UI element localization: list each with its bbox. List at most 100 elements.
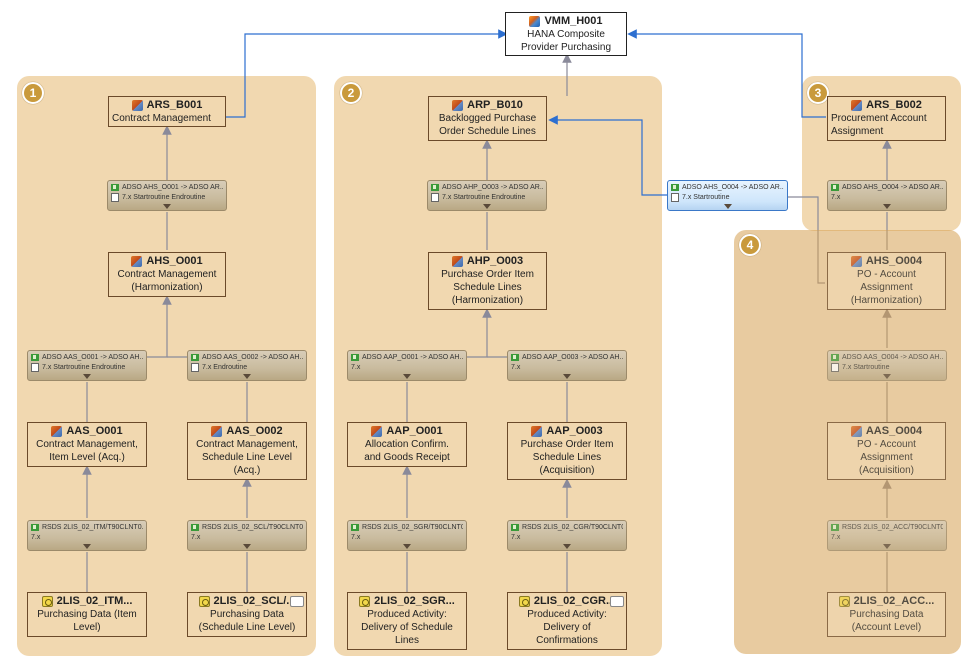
node-arp-b010[interactable]: ARP_B010 Backlogged Purchase Order Sched…	[428, 96, 547, 141]
transformation-title: ADSO AAP_O001 -> ADSO AH...	[362, 354, 463, 361]
transformation-icon	[351, 524, 359, 531]
node-ahs-o004[interactable]: AHS_O004 PO - Account Assignment (Harmon…	[827, 252, 946, 310]
transformation-aas001-ahs001[interactable]: ADSO AAS_O001 -> ADSO AH... 7.x Startrou…	[27, 350, 147, 381]
node-ds-cgr[interactable]: 2LIS_02_CGR... Produced Activity: Delive…	[507, 592, 627, 650]
transformation-icon	[831, 184, 839, 191]
transformation-routines: 7.x	[831, 534, 841, 541]
node-ars-b002[interactable]: ARS_B002 Procurement Account Assignment	[827, 96, 946, 141]
node-name: 2LIS_02_CGR...	[533, 595, 616, 607]
node-desc: Contract Management	[112, 113, 211, 124]
note-icon	[290, 596, 304, 607]
composite-provider-icon	[529, 16, 541, 27]
expand-icon[interactable]	[403, 374, 411, 379]
transformation-aap001-ahp003[interactable]: ADSO AAP_O001 -> ADSO AH... 7.x	[347, 350, 467, 381]
transformation-ahs004-ars002[interactable]: ADSO AHS_O004 -> ADSO AR... 7.x	[827, 180, 947, 211]
expand-icon[interactable]	[243, 374, 251, 379]
expand-icon[interactable]	[723, 204, 732, 209]
transformation-aap003-ahp003[interactable]: ADSO AAP_O003 -> ADSO AH... 7.x	[507, 350, 627, 381]
transformation-scl-aas002[interactable]: RSDS 2LIS_02_SCL/T90CLNT0... 7.x	[187, 520, 307, 551]
node-desc: Contract Management, Item Level (Acq.)	[36, 439, 138, 463]
expand-icon[interactable]	[163, 204, 171, 209]
datasource-icon	[198, 596, 210, 607]
transformation-title: ADSO AHS_O004 -> ADSO AR...	[842, 184, 943, 191]
node-ds-itm[interactable]: 2LIS_02_ITM... Purchasing Data (Item Lev…	[27, 592, 147, 637]
transformation-icon	[351, 354, 359, 361]
transformation-aas004-ahs004[interactable]: ADSO AAS_O004 -> ADSO AH... 7.x Startrou…	[827, 350, 947, 381]
node-desc: PO - Account Assignment (Harmonization)	[850, 269, 923, 306]
expand-icon[interactable]	[483, 204, 491, 209]
transformation-cgr-aap003[interactable]: RSDS 2LIS_02_CGR/T90CLNT0... 7.x	[507, 520, 627, 551]
datasource-icon	[518, 596, 530, 607]
transformation-ahs004-arp010-selected[interactable]: ADSO AHS_O004 -> ADSO AR... 7.x Startrou…	[667, 180, 788, 211]
expand-icon[interactable]	[563, 544, 571, 549]
node-desc: Produced Activity: Delivery of Schedule …	[361, 609, 453, 646]
node-vmm-h001[interactable]: VMM_H001 HANA Composite Provider Purchas…	[505, 12, 627, 56]
transformation-title: ADSO AAS_O001 -> ADSO AH...	[42, 354, 143, 361]
node-name: ARP_B010	[467, 99, 523, 111]
transformation-title: ADSO AAS_O004 -> ADSO AH...	[842, 354, 943, 361]
node-ds-acc[interactable]: 2LIS_02_ACC... Purchasing Data (Account …	[827, 592, 946, 637]
cube-icon	[851, 100, 863, 111]
transformation-icon	[191, 354, 199, 361]
expand-icon[interactable]	[83, 374, 91, 379]
node-desc: Purchasing Data (Account Level)	[849, 609, 924, 633]
transformation-title: RSDS 2LIS_02_CGR/T90CLNT0...	[522, 524, 623, 531]
group-badge-1: 1	[22, 82, 44, 104]
expand-icon[interactable]	[83, 544, 91, 549]
transformation-itm-aas001[interactable]: RSDS 2LIS_02_ITM/T90CLNT0... 7.x	[27, 520, 147, 551]
node-aas-o001[interactable]: AAS_O001 Contract Management, Item Level…	[27, 422, 147, 467]
node-name: ARS_B001	[146, 99, 203, 111]
expand-icon[interactable]	[883, 374, 891, 379]
transformation-title: RSDS 2LIS_02_ACC/T90CLNT0...	[842, 524, 943, 531]
transformation-routines: 7.x	[511, 534, 521, 541]
transformation-title: ADSO AHS_O001 -> ADSO AR...	[122, 184, 223, 191]
transformation-acc-aas004[interactable]: RSDS 2LIS_02_ACC/T90CLNT0... 7.x	[827, 520, 947, 551]
transformation-routines: 7.x	[351, 364, 361, 371]
node-name: AAS_O004	[865, 425, 923, 437]
note-icon	[610, 596, 624, 607]
cube-icon	[531, 426, 543, 437]
transformation-sgr-aap001[interactable]: RSDS 2LIS_02_SGR/T90CLNT0... 7.x	[347, 520, 467, 551]
cube-icon	[131, 256, 143, 267]
node-aas-o004[interactable]: AAS_O004 PO - Account Assignment (Acquis…	[827, 422, 946, 480]
routine-icon	[191, 363, 199, 372]
cube-icon	[371, 426, 383, 437]
transformation-icon	[31, 524, 39, 531]
node-desc: Procurement Account Assignment	[831, 113, 927, 137]
node-name: VMM_H001	[544, 15, 603, 27]
routine-icon	[431, 193, 439, 202]
expand-icon[interactable]	[243, 544, 251, 549]
expand-icon[interactable]	[563, 374, 571, 379]
transformation-icon	[511, 524, 519, 531]
expand-icon[interactable]	[403, 544, 411, 549]
node-desc: HANA Composite Provider Purchasing	[520, 29, 612, 53]
node-aap-o003[interactable]: AAP_O003 Purchase Order Item Schedule Li…	[507, 422, 627, 480]
transformation-ahp003-arp010[interactable]: ADSO AHP_O003 -> ADSO AR... 7.x Startrou…	[427, 180, 547, 211]
node-desc: Produced Activity: Delivery of Confirmat…	[527, 609, 607, 646]
transformation-icon	[31, 354, 39, 361]
routine-icon	[671, 193, 679, 202]
node-ahp-o003[interactable]: AHP_O003 Purchase Order Item Schedule Li…	[428, 252, 547, 310]
node-desc: Backlogged Purchase Order Schedule Lines	[438, 113, 537, 137]
transformation-routines: 7.x	[831, 194, 841, 201]
cube-icon	[850, 256, 862, 267]
node-ahs-o001[interactable]: AHS_O001 Contract Management (Harmonizat…	[108, 252, 226, 297]
node-desc: Purchase Order Item Schedule Lines (Harm…	[441, 269, 534, 306]
cube-icon	[131, 100, 143, 111]
node-desc: Purchasing Data (Item Level)	[37, 609, 137, 633]
transformation-routines: 7.x	[191, 534, 201, 541]
transformation-routines: 7.x Startroutine Endroutine	[122, 194, 206, 201]
transformation-title: ADSO AAS_O002 -> ADSO AH...	[202, 354, 303, 361]
datasource-icon	[359, 596, 371, 607]
transformation-ahs001-ars001[interactable]: ADSO AHS_O001 -> ADSO AR... 7.x Startrou…	[107, 180, 227, 211]
node-ds-sgr[interactable]: 2LIS_02_SGR... Produced Activity: Delive…	[347, 592, 467, 650]
node-aap-o001[interactable]: AAP_O001 Allocation Confirm. and Goods R…	[347, 422, 467, 467]
node-ds-scl[interactable]: 2LIS_02_SCL/... Purchasing Data (Schedul…	[187, 592, 307, 637]
node-aas-o002[interactable]: AAS_O002 Contract Management, Schedule L…	[187, 422, 307, 480]
expand-icon[interactable]	[883, 544, 891, 549]
transformation-routines: 7.x Endroutine	[202, 364, 248, 371]
node-ars-b001[interactable]: ARS_B001 Contract Management	[108, 96, 226, 127]
transformation-aas002-ahs001[interactable]: ADSO AAS_O002 -> ADSO AH... 7.x Endrouti…	[187, 350, 307, 381]
cube-icon	[211, 426, 223, 437]
expand-icon[interactable]	[883, 204, 891, 209]
